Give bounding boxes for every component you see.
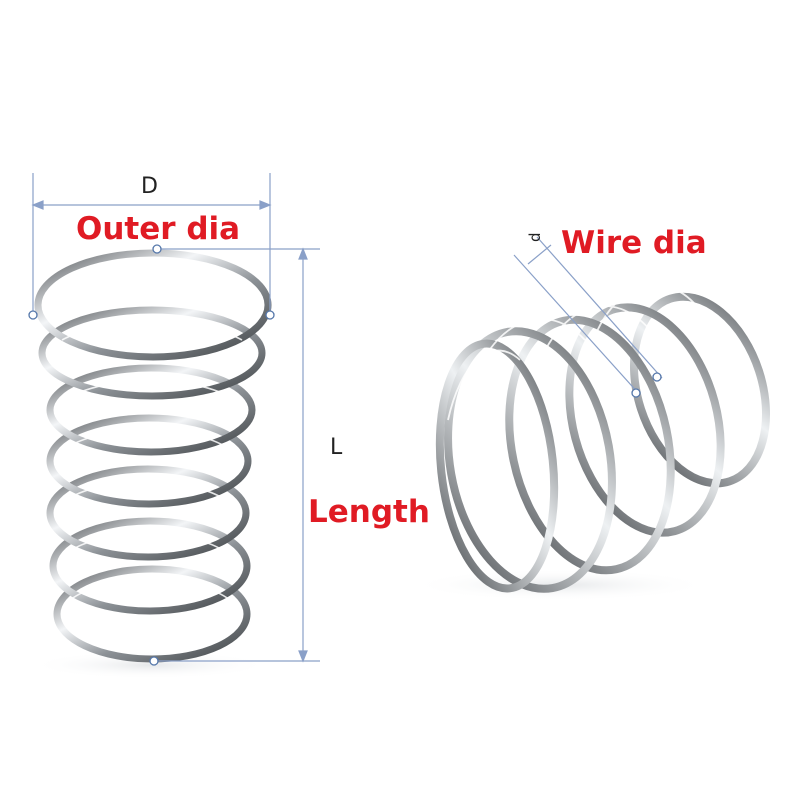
right-spring-illustration <box>410 283 771 601</box>
wire-outer-marker <box>652 372 662 382</box>
outer-left-marker <box>28 310 38 320</box>
wire-diameter-dimension <box>513 236 663 396</box>
wire-inner-marker <box>631 388 641 398</box>
outer-diameter-dimension <box>31 173 272 318</box>
length-label: Length <box>308 494 430 530</box>
outer-diameter-symbol: D <box>141 174 158 199</box>
outer-right-marker <box>265 310 275 320</box>
left-spring-illustration <box>30 249 272 679</box>
wire-diameter-symbol: d <box>526 232 544 242</box>
length-bottom-marker <box>149 656 159 666</box>
length-top-marker <box>152 244 162 254</box>
length-symbol: L <box>330 435 343 460</box>
wire-diameter-label: Wire dia <box>561 225 707 261</box>
length-dimension <box>154 247 320 663</box>
outer-diameter-label: Outer dia <box>76 211 241 247</box>
